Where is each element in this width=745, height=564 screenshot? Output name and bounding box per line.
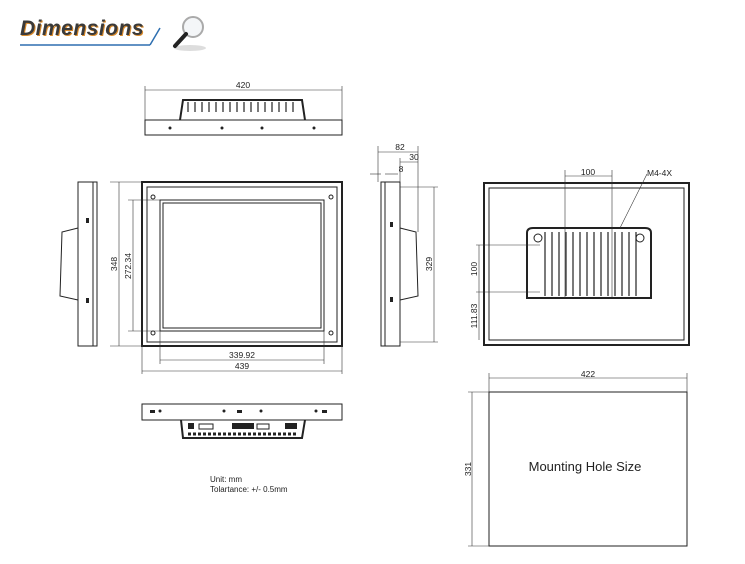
vesa-vertical-label: 100 — [469, 262, 479, 276]
vesa-offset-label: 111.83 — [469, 303, 479, 328]
back-view — [476, 170, 690, 346]
title-underline — [20, 27, 161, 46]
cutout-width-label: 422 — [581, 369, 595, 379]
front-view — [110, 181, 343, 374]
right-side-view — [370, 146, 438, 347]
screw-spec-label: M4-4X — [647, 168, 672, 178]
screen-width-label: 339.92 — [229, 350, 255, 360]
page-title: Dimensions — [20, 17, 145, 40]
screen-height-label: 272.34 — [123, 253, 133, 279]
vesa-horizontal-label: 100 — [581, 167, 595, 177]
magnifier-icon — [173, 16, 206, 51]
cutout-caption: Mounting Hole Size — [529, 459, 642, 474]
cutout-height-label: 331 — [463, 462, 473, 476]
depth-label: 82 — [395, 142, 405, 152]
tolerance-note: Tolartance: +/- 0.5mm — [210, 485, 288, 494]
bezel-label: 8 — [399, 164, 404, 174]
top-view — [144, 86, 343, 136]
unit-note: Unit: mm — [210, 475, 242, 484]
top-width-label: 420 — [236, 80, 250, 90]
side-height-label: 329 — [424, 257, 434, 271]
bracket-label: 30 — [409, 152, 419, 162]
left-side-view — [59, 181, 98, 347]
front-width-label: 439 — [235, 361, 249, 371]
mounting-cutout — [468, 373, 688, 547]
front-height-label: 348 — [109, 257, 119, 271]
bottom-view — [141, 403, 343, 439]
